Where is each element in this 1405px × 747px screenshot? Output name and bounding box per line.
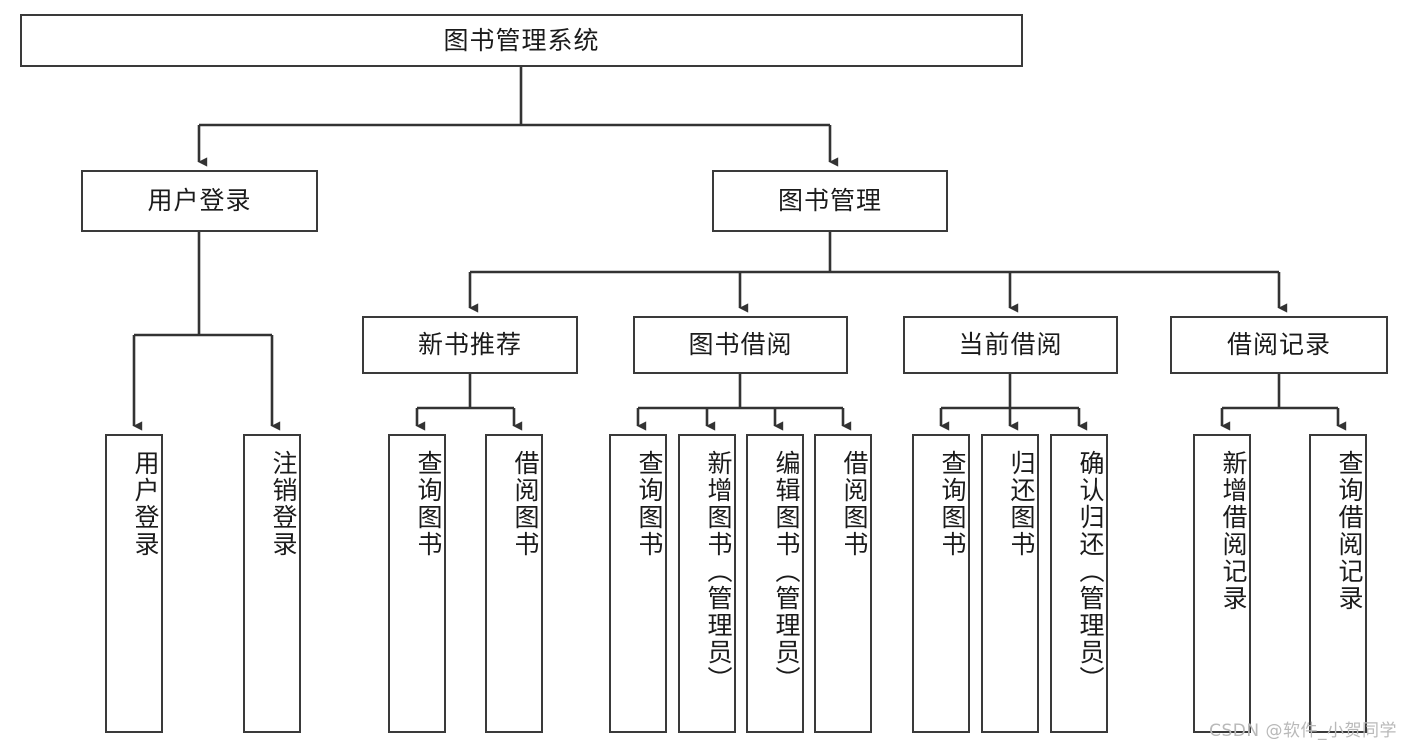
node-book-management-label: 图书管理 [777, 186, 882, 216]
node-user-login-label: 用户登录 [147, 186, 252, 216]
leaf-label: 查询图书 [938, 450, 967, 558]
leaf-label: 注销登录 [269, 450, 298, 558]
node-new-book-recommend-label: 新书推荐 [417, 330, 522, 360]
leaf-current-borrow-return[interactable]: 归还图书 [981, 434, 1039, 733]
leaf-user-login-signout[interactable]: 注销登录 [243, 434, 301, 733]
node-book-borrow[interactable]: 图书借阅 [633, 316, 848, 374]
node-current-borrow-label: 当前借阅 [958, 330, 1063, 360]
leaf-book-borrow-edit[interactable]: 编辑图书（管理员） [746, 434, 804, 733]
leaf-user-login-signin[interactable]: 用户登录 [105, 434, 163, 733]
node-new-book-recommend[interactable]: 新书推荐 [362, 316, 578, 374]
leaf-label: 新增图书（管理员） [704, 450, 733, 693]
leaf-current-borrow-query[interactable]: 查询图书 [912, 434, 970, 733]
node-borrow-record[interactable]: 借阅记录 [1170, 316, 1388, 374]
leaf-borrow-record-query[interactable]: 查询借阅记录 [1309, 434, 1367, 733]
leaf-borrow-record-add[interactable]: 新增借阅记录 [1193, 434, 1251, 733]
node-current-borrow[interactable]: 当前借阅 [903, 316, 1118, 374]
leaf-current-borrow-confirm-return[interactable]: 确认归还（管理员） [1050, 434, 1108, 733]
leaf-label: 查询借阅记录 [1335, 450, 1364, 612]
leaf-label: 查询图书 [635, 450, 664, 558]
node-book-management[interactable]: 图书管理 [712, 170, 948, 232]
leaf-new-book-borrow[interactable]: 借阅图书 [485, 434, 543, 733]
leaf-label: 编辑图书（管理员） [772, 450, 801, 693]
leaf-label: 新增借阅记录 [1219, 450, 1248, 612]
leaf-book-borrow-query[interactable]: 查询图书 [609, 434, 667, 733]
csdn-watermark: CSDN @软件_小贺同学 [1209, 721, 1397, 741]
node-root-label: 图书管理系统 [443, 25, 600, 55]
node-root-system[interactable]: 图书管理系统 [20, 14, 1023, 67]
leaf-book-borrow-add[interactable]: 新增图书（管理员） [678, 434, 736, 733]
leaf-label: 用户登录 [131, 450, 160, 558]
leaf-label: 查询图书 [414, 450, 443, 558]
leaf-label: 借阅图书 [511, 450, 540, 558]
leaf-book-borrow-borrow[interactable]: 借阅图书 [814, 434, 872, 733]
node-borrow-record-label: 借阅记录 [1226, 330, 1331, 360]
leaf-new-book-query[interactable]: 查询图书 [388, 434, 446, 733]
node-user-login[interactable]: 用户登录 [81, 170, 318, 232]
leaf-label: 借阅图书 [840, 450, 869, 558]
leaf-label: 确认归还（管理员） [1076, 450, 1105, 693]
node-book-borrow-label: 图书借阅 [688, 330, 793, 360]
leaf-label: 归还图书 [1007, 450, 1036, 558]
